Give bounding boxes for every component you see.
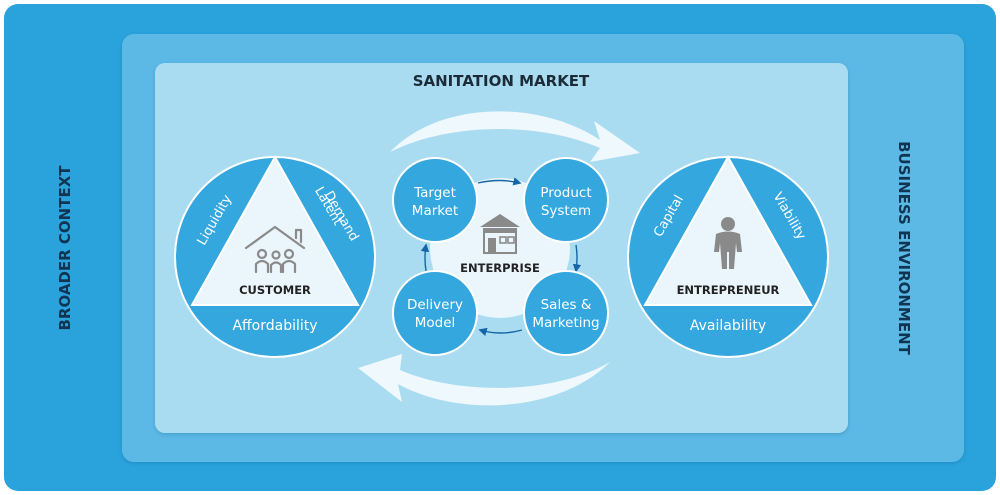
node-sales-marketing: Sales & Marketing [523,270,609,356]
house-family-icon [244,225,306,274]
cycle-arrow-right [572,244,582,273]
delivery-model-line1: Delivery [407,297,463,313]
business-environment-label: BUSINESS ENVIRONMENT [895,141,913,356]
node-target-market: Target Market [392,157,478,243]
enterprise-group: ENTERPRISE Target Market Product System … [392,157,609,356]
product-system-line2: System [541,203,591,219]
cycle-arrow-bottom [478,327,523,336]
customer-triangle [190,154,360,306]
person-icon [714,217,742,269]
node-delivery-model: Delivery Model [392,270,478,356]
enterprise-title: ENTERPRISE [460,261,540,275]
cycle-arrow-left [420,243,430,272]
product-system-line1: Product [540,185,591,201]
customer-group: CUSTOMER Liquidity Latent Demand Afforda… [174,154,376,358]
node-product-system: Product System [523,157,609,243]
delivery-model-line2: Model [415,315,456,331]
target-market-line1: Target [413,185,456,201]
cycle-arrow-top [477,177,522,186]
entrepreneur-group: ENTREPRENEUR Capital Viability Availabil… [627,154,829,358]
sales-marketing-line2: Marketing [532,315,599,331]
broader-context-label: BROADER CONTEXT [56,165,74,331]
customer-title: CUSTOMER [239,283,311,297]
sales-marketing-line1: Sales & [541,297,592,313]
target-market-line2: Market [412,203,458,219]
entrepreneur-title: ENTREPRENEUR [677,283,780,297]
sanitation-market-title: SANITATION MARKET [413,72,590,90]
top-curved-arrow [390,111,640,162]
customer-bottom-label: Affordability [232,318,317,334]
shop-icon [480,214,520,254]
bottom-curved-arrow [358,354,610,406]
entrepreneur-bottom-label: Availability [690,318,766,334]
